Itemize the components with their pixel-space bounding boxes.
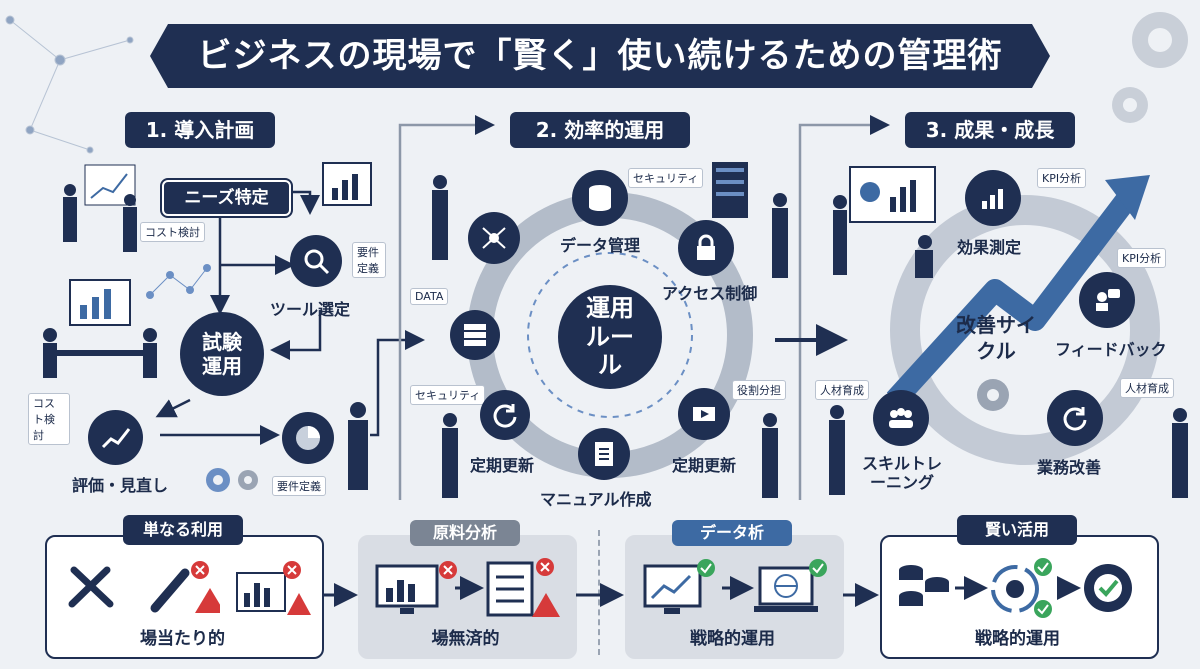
effect-label: 効果測定 bbox=[957, 238, 1022, 257]
role-tag: 役割分担 bbox=[732, 380, 786, 400]
growth-people-icon bbox=[829, 405, 1188, 498]
rules-center-label: 運用ルール bbox=[586, 293, 634, 380]
effect-icon[interactable] bbox=[965, 170, 1021, 226]
manual-label: マニュアル作成 bbox=[540, 490, 652, 509]
requirements-tag: 要件定義 bbox=[352, 242, 386, 278]
plan-section: コスト検討 ニーズ特定 要件定義 ツール選定 試験運用 コスト検討 評価・見直し… bbox=[0, 150, 390, 500]
needs-box[interactable]: ニーズ特定 bbox=[162, 180, 291, 216]
gear-mid-icon bbox=[977, 379, 1009, 411]
lock-icon[interactable] bbox=[678, 220, 734, 276]
periodic-update-label-1: 定期更新 bbox=[470, 456, 535, 475]
refresh-icon-left[interactable] bbox=[480, 390, 530, 440]
kpi-tag-1: KPI分析 bbox=[1037, 168, 1087, 188]
training-label: スキルトレーニング bbox=[861, 454, 942, 493]
growth-cycle-ring bbox=[890, 195, 1160, 465]
stage-data-label: 戦略的運用 bbox=[690, 629, 775, 649]
section-growth-title: 3. 成果・成長 bbox=[905, 112, 1075, 148]
stage-smart-title: 賢い活用 bbox=[957, 515, 1077, 545]
ops-people-icon bbox=[432, 175, 788, 498]
laptop-globe-ok-icon bbox=[752, 558, 832, 618]
stage-simple-use-label: 場当たり的 bbox=[140, 629, 225, 649]
document-icon[interactable] bbox=[578, 428, 630, 480]
monitor-error-icon bbox=[372, 558, 462, 618]
trial-label: 試験運用 bbox=[202, 330, 242, 378]
presenter-figure-icon bbox=[63, 164, 137, 252]
database-icon[interactable] bbox=[572, 170, 628, 226]
bottom-divider bbox=[598, 530, 600, 655]
security-tag-2: セキュリティ bbox=[410, 385, 486, 405]
evaluate-icon[interactable] bbox=[88, 410, 143, 465]
broken-tool-error-icon bbox=[140, 558, 220, 618]
section-ops-title: 2. 効率的運用 bbox=[510, 112, 690, 148]
tools-icon bbox=[62, 562, 122, 612]
feedback-icon[interactable] bbox=[1079, 272, 1135, 328]
section-plan-title: 1. 導入計画 bbox=[125, 112, 275, 148]
improve-label: 業務改善 bbox=[1037, 458, 1102, 477]
bar-chart-error-icon bbox=[232, 558, 312, 618]
kpi-tag-2: KPI分析 bbox=[1117, 248, 1167, 268]
evaluate-label: 評価・見直し bbox=[72, 476, 169, 495]
stage-smart-label: 戦略的運用 bbox=[975, 629, 1060, 649]
requirements-tag-2: 要件定義 bbox=[272, 476, 326, 496]
network-decoration bbox=[5, 15, 134, 154]
meeting-figures-icon bbox=[43, 279, 157, 378]
tool-select-label: ツール選定 bbox=[270, 300, 351, 319]
growth-arrow-icon bbox=[886, 175, 1150, 408]
monitor-ok-icon bbox=[640, 558, 720, 618]
cost-tag: コスト検討 bbox=[140, 222, 205, 242]
stage-simple-use-title: 単なる利用 bbox=[123, 515, 243, 545]
network-hub-icon[interactable] bbox=[468, 212, 520, 264]
checklist-warning-icon bbox=[480, 555, 565, 621]
ops-section: 運用ルール データ管理 セキュリティ アクセス制御 DATA セキュリティ 定期… bbox=[410, 150, 790, 510]
feedback-label: フィードバック bbox=[1055, 340, 1167, 359]
periodic-update-label-2: 定期更新 bbox=[672, 456, 737, 475]
server-icon[interactable] bbox=[450, 310, 500, 360]
gear-decoration-icon bbox=[1112, 12, 1188, 123]
gears-icon bbox=[206, 468, 258, 492]
page-title: ビジネスの現場で「賢く」使い続けるための管理術 bbox=[150, 24, 1050, 88]
access-control-label: アクセス制御 bbox=[662, 284, 758, 303]
server-rack-icon bbox=[712, 162, 748, 218]
data-mgmt-label: データ管理 bbox=[560, 236, 641, 255]
data-tag: DATA bbox=[410, 288, 449, 305]
pie-chart-icon bbox=[282, 412, 334, 464]
trial-circle[interactable]: 試験運用 bbox=[180, 312, 264, 396]
improve-icon[interactable] bbox=[1047, 390, 1103, 446]
presenter-right-icon bbox=[348, 402, 368, 490]
analytics-board-icon bbox=[833, 166, 936, 278]
improvement-cycle-label: 改善サイクル bbox=[956, 313, 1036, 363]
stage-analysis-label: 場無済的 bbox=[431, 629, 500, 649]
gear-cycle-ok-icon bbox=[985, 555, 1060, 621]
database-stack-icon bbox=[895, 560, 955, 616]
gear-check-icon bbox=[1078, 558, 1138, 618]
stage-analysis-title: 原料分析 bbox=[410, 520, 520, 546]
security-tag-1: セキュリティ bbox=[628, 168, 704, 188]
rules-center-circle[interactable]: 運用ルール bbox=[558, 285, 662, 389]
tool-select-icon[interactable] bbox=[290, 235, 342, 287]
hr-tag-1: 人材育成 bbox=[815, 380, 869, 400]
hr-tag-2: 人材育成 bbox=[1120, 378, 1174, 398]
growth-section: KPI分析 効果測定 KPI分析 フィードバック 改善サイクル 人材育成 人材育… bbox=[815, 150, 1200, 510]
cost-tag-2: コスト検討 bbox=[28, 393, 70, 445]
stage-data-title: データ析 bbox=[672, 520, 792, 546]
network-small-icon bbox=[146, 264, 211, 299]
chart-board-icon bbox=[322, 162, 372, 206]
training-icon[interactable] bbox=[873, 390, 929, 446]
video-update-icon[interactable] bbox=[678, 388, 730, 440]
